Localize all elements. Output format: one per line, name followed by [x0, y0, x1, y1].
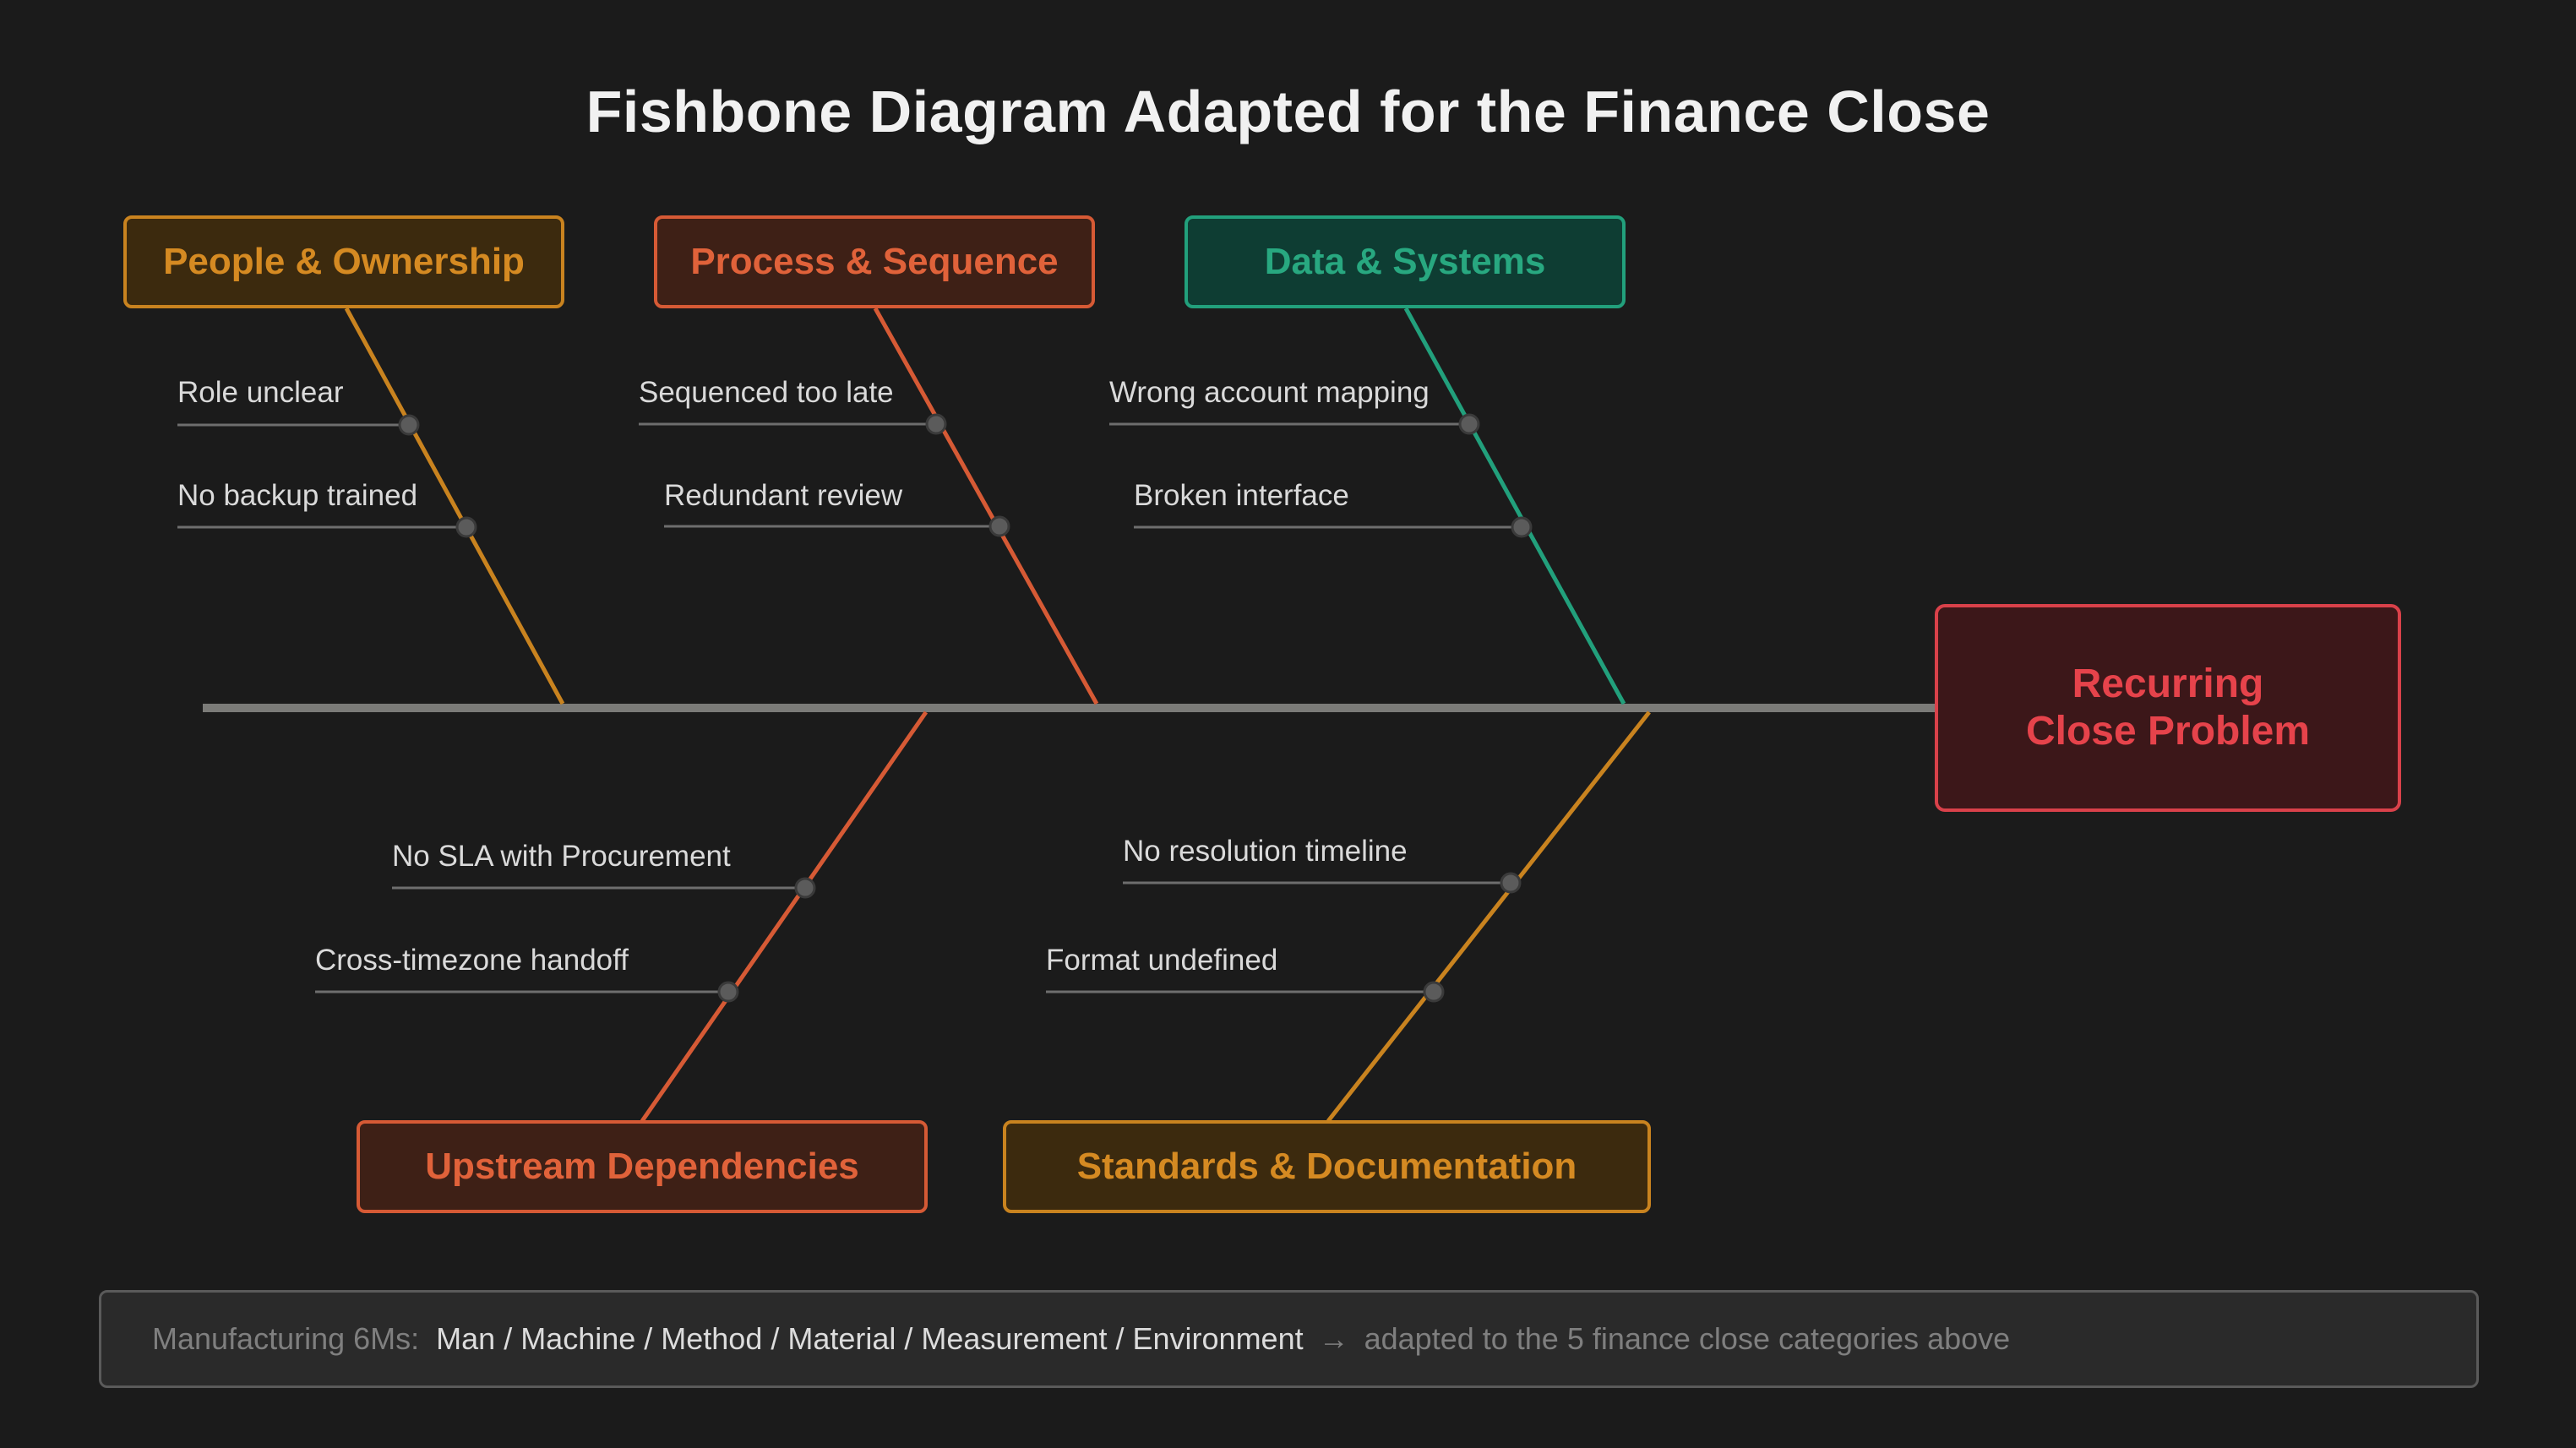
effect-box: Recurring Close Problem: [1935, 604, 2401, 812]
cause-node-resolution: [1500, 872, 1522, 894]
cause-node-sequenced: [925, 413, 947, 435]
category-upstream-label: Upstream Dependencies: [425, 1146, 859, 1187]
cause-node-sla: [794, 877, 816, 899]
category-standards: Standards & Documentation: [1003, 1120, 1651, 1213]
legend-box: Manufacturing 6Ms: Man / Machine / Metho…: [99, 1290, 2479, 1388]
bone-upstream: [640, 710, 929, 1123]
cause-label: Broken interface: [1134, 479, 1349, 512]
legend-items: Man / Machine / Method / Material / Meas…: [436, 1321, 1304, 1356]
cause-node-interface: [1511, 516, 1533, 538]
page-title: Fishbone Diagram Adapted for the Finance…: [585, 79, 1991, 144]
cause-node-mapping: [1458, 413, 1480, 435]
cause-label: No backup trained: [177, 479, 418, 512]
effect-line-1: Recurring: [2072, 661, 2264, 706]
category-people: People & Ownership: [123, 215, 564, 308]
bone-standards: [1326, 710, 1651, 1123]
cause-label: Redundant review: [664, 479, 903, 512]
legend-lead: Manufacturing 6Ms:: [152, 1321, 420, 1356]
legend-note: adapted to the 5 finance close categorie…: [1364, 1321, 2011, 1356]
cause-node-timezone: [717, 981, 739, 1003]
cause-label: Format undefined: [1046, 944, 1278, 977]
legend-arrow: →: [1318, 1321, 1349, 1356]
category-upstream: Upstream Dependencies: [357, 1120, 928, 1213]
category-standards-label: Standards & Documentation: [1076, 1146, 1577, 1187]
cause-label: No SLA with Procurement: [392, 840, 731, 873]
category-process: Process & Sequence: [654, 215, 1095, 308]
bone-data: [1403, 307, 1626, 705]
bone-process: [873, 307, 1099, 705]
effect-line-2: Close Problem: [2025, 709, 2311, 754]
category-process-label: Process & Sequence: [690, 241, 1059, 282]
cause-label: Wrong account mapping: [1109, 376, 1430, 409]
category-data-label: Data & Systems: [1264, 241, 1546, 282]
bone-people: [344, 307, 565, 705]
cause-label: Role unclear: [177, 376, 344, 409]
cause-label: No resolution timeline: [1123, 835, 1408, 868]
cause-node-no-backup: [455, 516, 477, 538]
cause-label: Cross-timezone handoff: [315, 944, 629, 977]
cause-node-redundant: [988, 515, 1010, 537]
category-data: Data & Systems: [1185, 215, 1626, 308]
cause-label: Sequenced too late: [639, 376, 894, 409]
category-people-label: People & Ownership: [163, 241, 525, 282]
cause-node-format: [1423, 981, 1445, 1003]
cause-node-role-unclear: [398, 414, 420, 436]
